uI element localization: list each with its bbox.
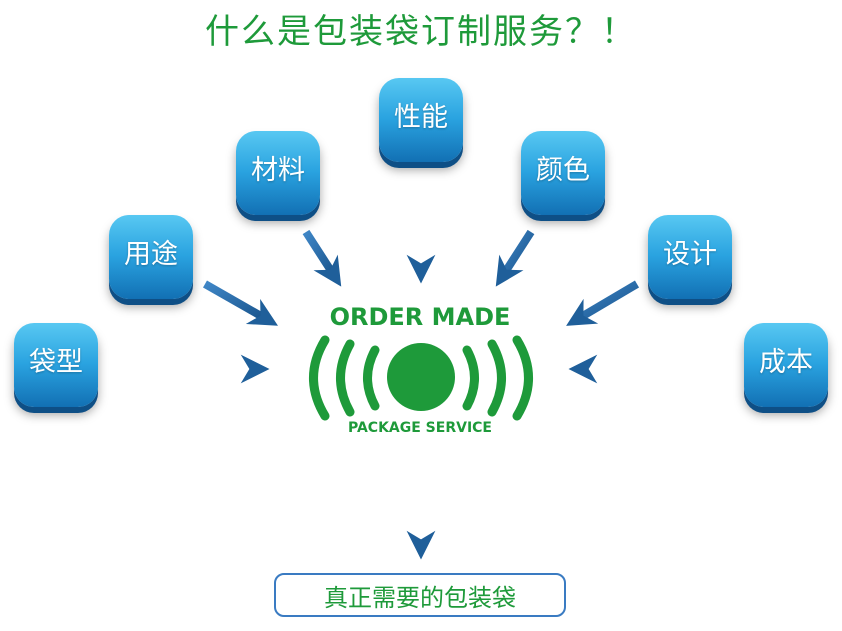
node-yanse: 颜色 (521, 131, 605, 215)
node-label: 成本 (759, 346, 813, 378)
arrow-from-yanse (495, 229, 535, 287)
node-label: 设计 (663, 238, 717, 270)
node-label: 性能 (394, 101, 448, 133)
wave-left-1 (363, 345, 380, 411)
package-service-label: PACKAGE SERVICE (347, 420, 492, 436)
result-box: 真正需要的包装袋 (274, 573, 566, 617)
wave-right-1 (462, 345, 479, 411)
order-made-logo (309, 335, 533, 421)
arrow-from-sheji (566, 280, 640, 326)
node-cailiao: 材料 (236, 131, 320, 215)
arrow-from-yongtu (203, 280, 279, 326)
wave-right-3 (512, 335, 533, 421)
center-dot (387, 343, 455, 411)
node-label: 颜色 (536, 154, 590, 186)
node-label: 袋型 (29, 346, 83, 378)
wave-left-3 (309, 335, 330, 421)
diagram-title: 什么是包装袋订制服务？！ (205, 12, 637, 52)
arrow-from-cailiao (302, 229, 342, 287)
node-label: 用途 (124, 238, 178, 270)
node-xingneng: 性能 (379, 78, 463, 162)
result-label: 真正需要的包装袋 (324, 583, 516, 612)
wave-right-2 (487, 339, 506, 417)
wave-left-2 (336, 339, 355, 417)
order-made-label: ORDER MADE (329, 303, 511, 331)
node-daixing: 袋型 (14, 323, 98, 407)
node-sheji: 设计 (648, 215, 732, 299)
node-yongtu: 用途 (109, 215, 193, 299)
node-chengben: 成本 (744, 323, 828, 407)
node-label: 材料 (251, 154, 305, 186)
